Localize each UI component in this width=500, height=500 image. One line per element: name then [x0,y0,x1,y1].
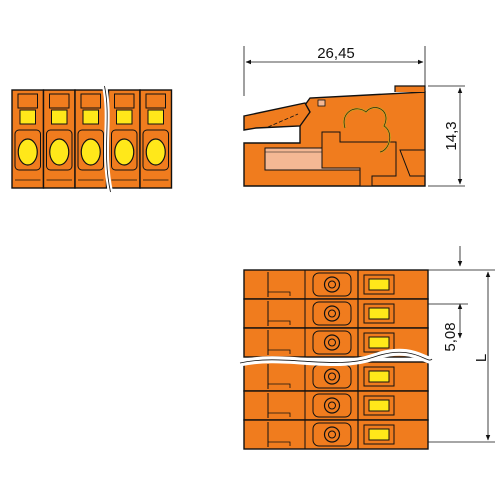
top-row-lever [368,428,390,441]
dim-pitch-label: 5,08 [442,322,459,351]
top-row [243,298,429,329]
side-lever-marker [317,99,326,107]
front-pole-lever [147,109,164,125]
side-lever-hatch [267,113,299,128]
side-spring-outline [343,107,391,153]
dim-length-label: 26,45 [317,45,355,62]
top-row-test-port-inner [328,401,336,410]
front-pole-wire-entry [17,138,38,166]
front-pole [107,89,141,189]
front-pole-wire-entry [145,138,166,166]
top-break-line [239,351,433,364]
front-pole-top-slot [114,93,135,109]
front-pole [139,89,173,189]
dim-length: 26,45 [243,45,426,96]
front-pole [74,89,108,189]
top-row-latch-line [268,383,291,388]
top-row [243,361,429,392]
top-row-latch-line [268,412,291,417]
top-row [243,419,429,450]
top-row-lever [368,278,390,291]
dim-height: 14,3 [428,85,465,187]
side-release-lever [243,102,311,131]
dim-total: L [428,269,495,443]
top-row-lever [368,399,390,412]
top-row-test-port-inner [328,309,336,318]
top-row-test-port-inner [328,372,336,381]
top-row-lever [368,307,390,320]
dim-total-label: L [473,354,490,362]
front-pole-lever [82,109,99,125]
top-view [239,269,435,450]
top-row [243,269,429,300]
front-pole [11,89,45,189]
dim-pitch: 5,08 [428,246,468,352]
top-row-test-port-inner [328,430,336,439]
side-right-latch [399,149,426,177]
dim-height-label: 14,3 [443,121,460,150]
front-pole-lever [116,109,133,125]
front-pole [42,89,76,189]
front-pole-wire-entry [49,138,70,166]
side-housing-step [394,85,426,92]
top-row-lever [368,336,390,349]
front-pole-top-slot [145,93,166,109]
top-row [243,390,429,421]
top-row-latch-line [268,441,291,446]
top-row-test-port-inner [328,280,336,289]
front-view [11,85,173,193]
top-row-latch-line [268,320,291,325]
front-pole-wire-entry [80,138,101,166]
front-break-line [104,85,111,193]
front-pole-top-slot [17,93,38,109]
front-pole-top-slot [49,93,70,109]
side-clamp-chamber [321,131,397,187]
top-row-latch-line [268,349,291,354]
top-row-latch-line [268,291,291,296]
side-view [243,85,426,187]
front-pole-lever [51,109,68,125]
front-pole-wire-entry [114,138,135,166]
top-row-lever [368,370,390,383]
front-pole-top-slot [80,93,101,109]
front-pole-lever [19,109,36,125]
top-row-test-port-inner [328,338,336,347]
